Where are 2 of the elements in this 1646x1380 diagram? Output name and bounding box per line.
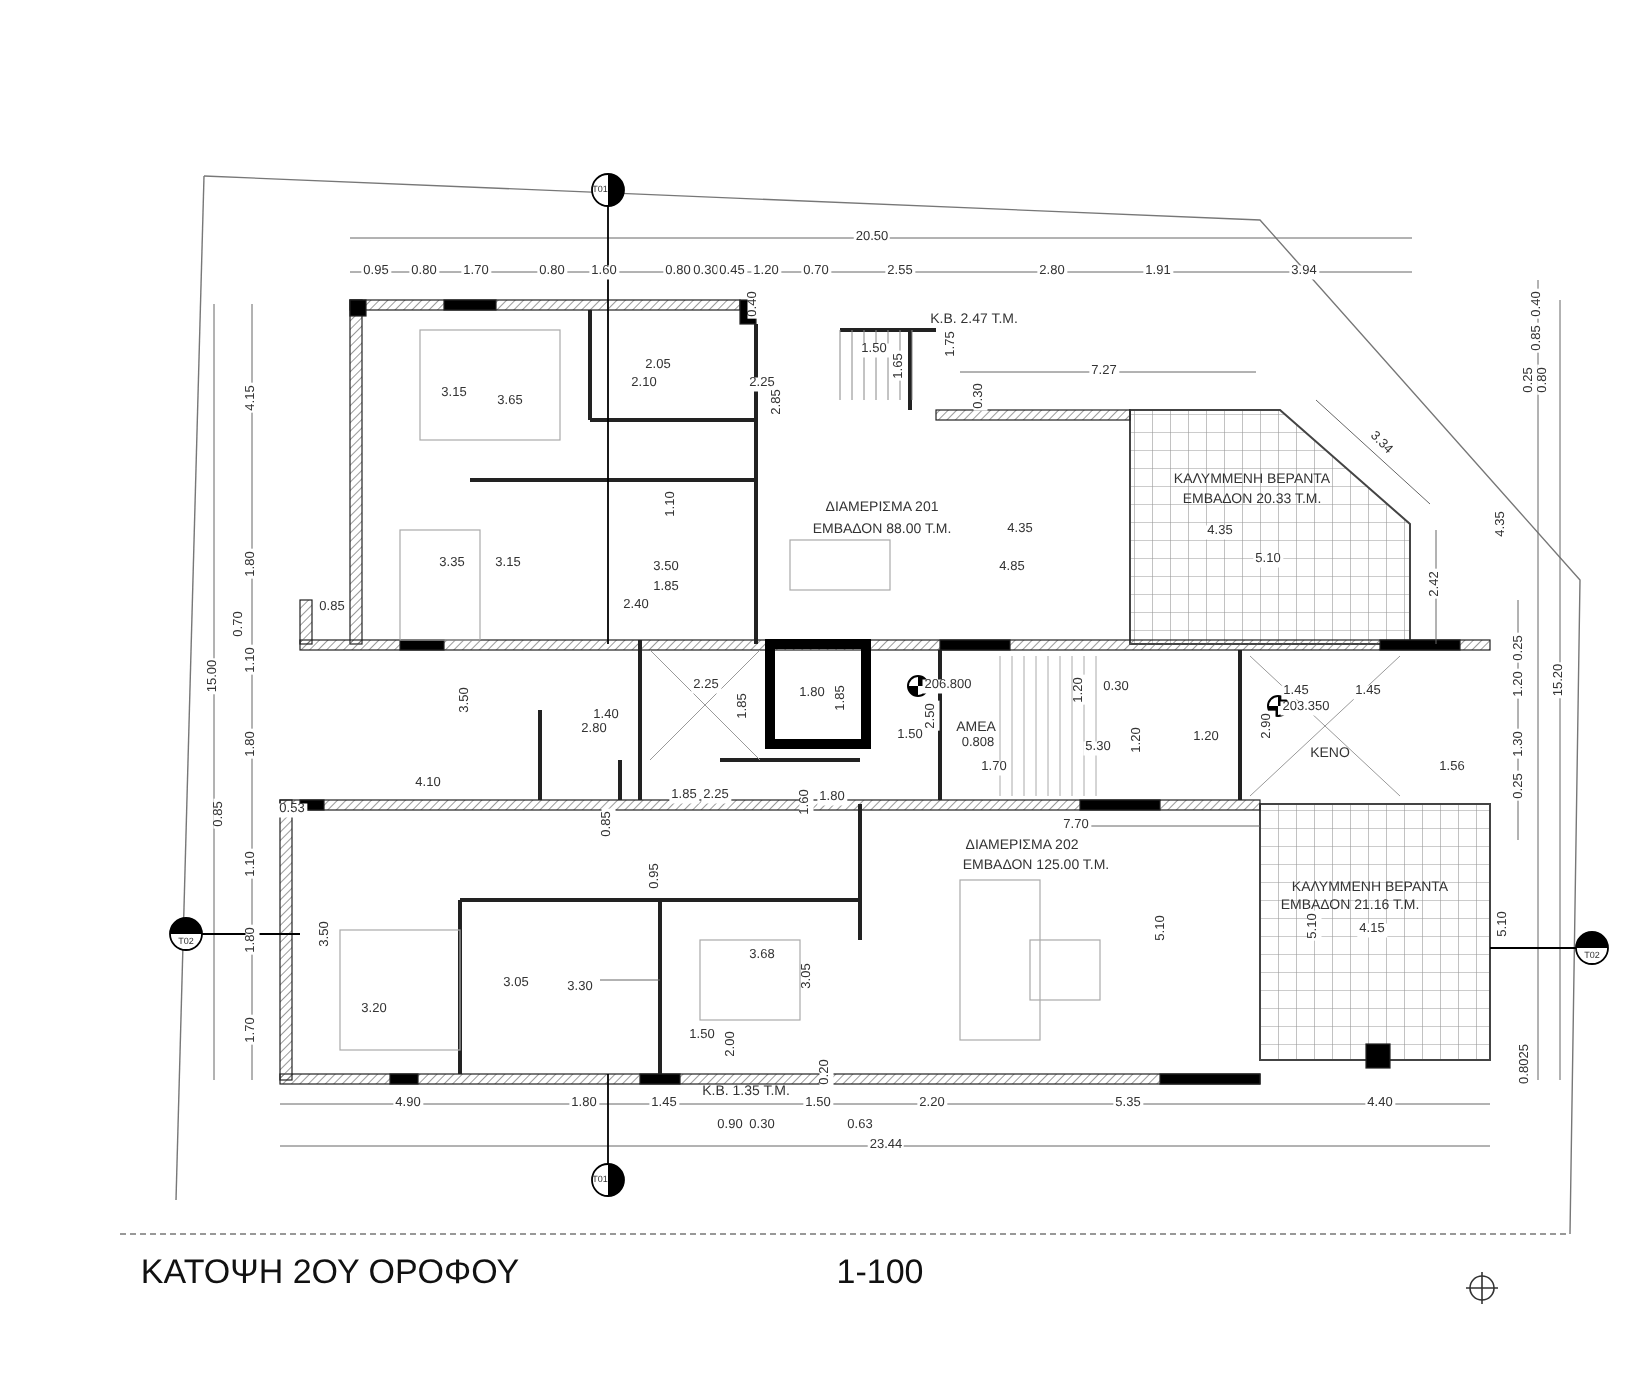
plan-title: ΚΑΤΟΨΗ 2ΟΥ ΟΡΟΦΟΥ [138, 1255, 522, 1289]
scale-label: 1-100 [834, 1255, 926, 1289]
